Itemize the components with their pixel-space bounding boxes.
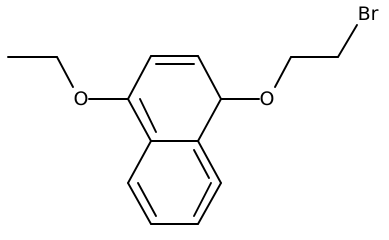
bond-ring-c8a-c8-inner xyxy=(193,149,210,179)
bond-ring-c4a-c4 xyxy=(127,98,152,142)
atom-labels: O O Br xyxy=(74,3,379,110)
bond-ring-c4-c3 xyxy=(127,55,152,100)
bond-ring-c5-c6-inner xyxy=(137,182,157,217)
bond-ring-c4a-c5 xyxy=(127,140,152,184)
bond-ch2-br xyxy=(337,24,358,58)
oxygen-left-label: O xyxy=(74,88,89,110)
bond-ring-c1-c8a xyxy=(197,98,222,142)
bromine-label: Br xyxy=(358,3,379,25)
bond-ring-c2-c1 xyxy=(197,55,222,100)
bond-o-ch2 xyxy=(274,56,292,88)
oxygen-right-label: O xyxy=(260,88,275,110)
bond-ring-c7-c8 xyxy=(197,182,222,225)
bond-ethyl-ch2-o xyxy=(56,56,74,88)
bond-ring-c5-c6 xyxy=(127,182,152,225)
bond-ring-c4a-c4-inner xyxy=(139,98,157,133)
bond-lines xyxy=(7,24,358,225)
bond-ring-c7-c8-inner xyxy=(193,182,212,217)
bond-ring-c8-c8a xyxy=(197,140,222,184)
chemical-structure: O O Br xyxy=(7,3,379,225)
